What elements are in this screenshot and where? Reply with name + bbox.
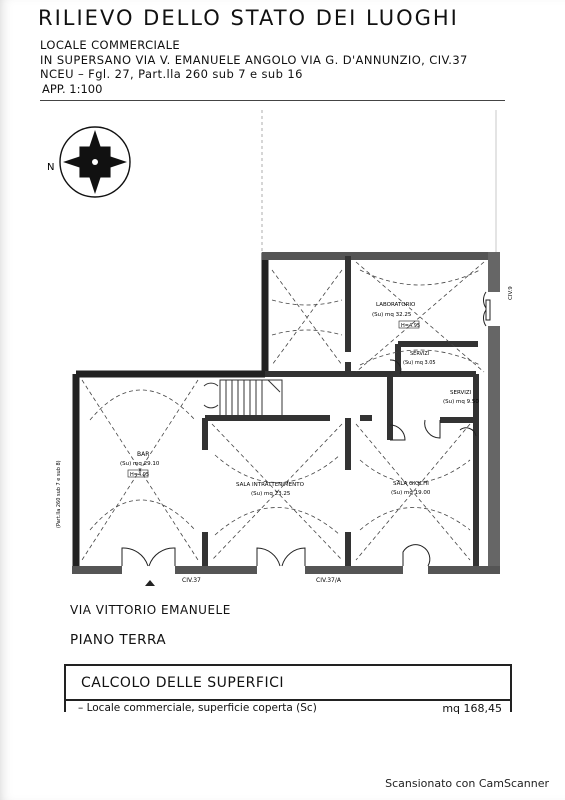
room-sala-giochi-name: SALA GIOCHI xyxy=(393,481,429,487)
room-servizi-area: (Su) mq 9.50 xyxy=(443,399,479,405)
header-line-3: NCEU – Fgl. 27, Part.lla 260 sub 7 e sub… xyxy=(40,67,303,81)
room-laboratorio-area: (Su) mq 32.25 xyxy=(372,312,412,318)
room-servizi-name: SERVIZI xyxy=(450,390,472,396)
room-laboratorio-height: H=4.95 xyxy=(401,323,420,329)
scanner-watermark: Scansionato con CamScanner xyxy=(385,777,549,790)
civ-37-label: CIV.37 xyxy=(182,577,201,584)
calc-title: CALCOLO DELLE SUPERFICI xyxy=(81,675,284,691)
room-servizi-small-area: (Su) mq 3.05 xyxy=(403,360,436,366)
calc-row-label: – Locale commerciale, superficie coperta… xyxy=(78,702,317,714)
parcel-side-note: (Part.lla 260 sub 7 e sub 8) xyxy=(56,460,62,528)
vault-lines xyxy=(81,261,485,561)
room-bar-name: BAR xyxy=(137,451,149,458)
calc-divider xyxy=(66,699,510,701)
room-bar-height: H=4.95 xyxy=(130,472,149,478)
scale-label: APP. 1:100 xyxy=(42,82,103,96)
calc-row-value: mq 168,45 xyxy=(442,702,502,715)
room-sala-intrattenimento-area: (Su) mq 23.25 xyxy=(251,491,291,497)
floor-plan-drawing: N xyxy=(47,110,514,586)
room-laboratorio-name: LABORATORIO xyxy=(376,302,416,308)
room-bar-area: (Su) mq 29.10 xyxy=(120,461,160,467)
staircase xyxy=(203,379,283,419)
room-sala-giochi-area: (Su) mq 19.00 xyxy=(391,490,431,496)
civ-9-label: CIV.9 xyxy=(508,286,514,300)
north-letter: N xyxy=(47,162,54,173)
doors xyxy=(121,291,491,567)
civ-37a-label: CIV.37/A xyxy=(316,577,342,584)
document-title: RILIEVO DELLO STATO DEI LUOGHI xyxy=(38,6,459,30)
header-line-2: IN SUPERSANO VIA V. EMANUELE ANGOLO VIA … xyxy=(40,53,468,67)
surface-calculation-box: CALCOLO DELLE SUPERFICI – Locale commerc… xyxy=(64,664,512,715)
compass-rose-icon xyxy=(59,126,131,198)
wall-hatching xyxy=(72,252,500,574)
street-name: VIA VITTORIO EMANUELE xyxy=(70,603,231,617)
header-line-1: LOCALE COMMERCIALE xyxy=(40,38,181,52)
room-sala-intrattenimento-name: SALA INTRATTENIMENTO xyxy=(236,482,305,488)
header-divider xyxy=(40,100,505,101)
room-servizi-small-name: SERVIZI xyxy=(410,351,429,357)
floor-name: PIANO TERRA xyxy=(70,632,167,648)
inner-walls xyxy=(202,256,479,566)
